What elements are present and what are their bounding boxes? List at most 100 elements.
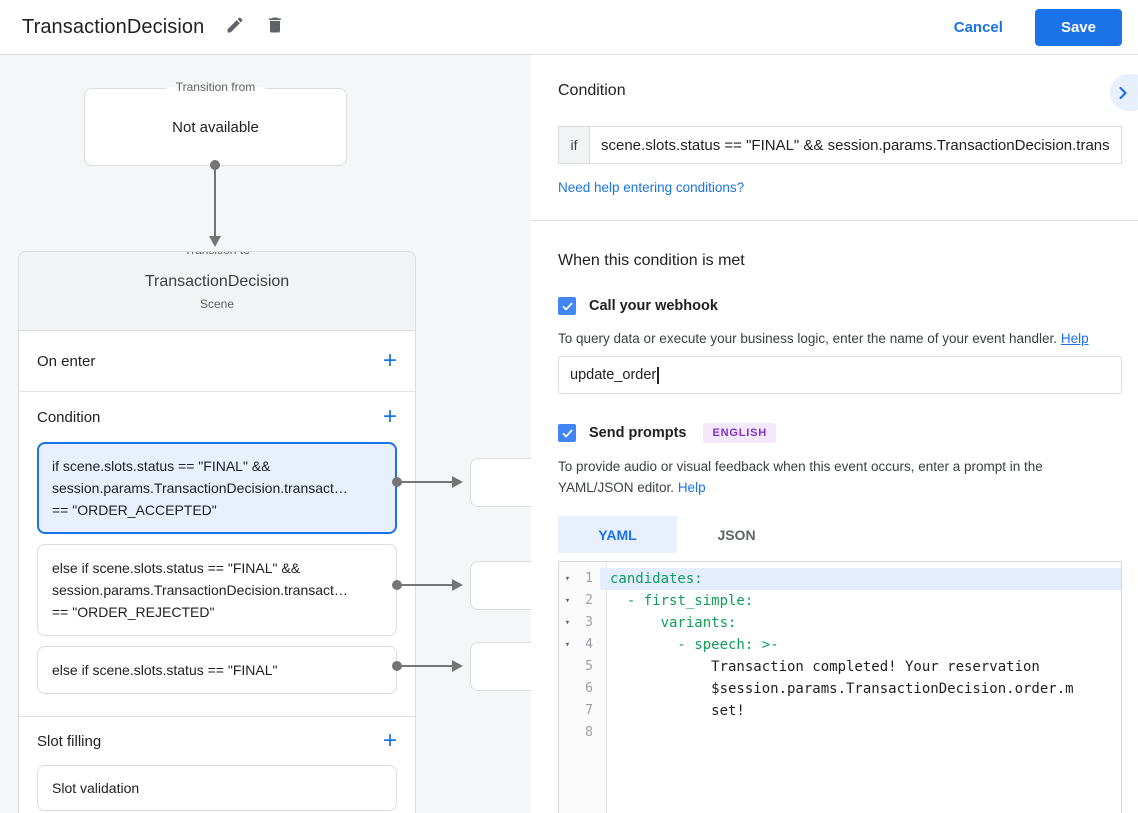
yaml-editor[interactable]: ▾ 1 candidates: ▾ 2 - first_simple: ▾ 3 varian… xyxy=(558,561,1122,813)
line-number: 7 xyxy=(585,703,593,718)
checkmark-icon xyxy=(561,300,574,313)
editor-line[interactable]: ▾ 4 - speech: >- xyxy=(559,634,1121,656)
add-on-enter-button[interactable]: + xyxy=(382,347,397,374)
fold-toggle-icon[interactable]: ▾ xyxy=(564,574,571,584)
editor-line[interactable]: 6 $session.params.TransactionDecision.or… xyxy=(559,678,1121,700)
condition-expression-input[interactable]: scene.slots.status == "FINAL" && session… xyxy=(589,126,1122,164)
webhook-label: Call your webhook xyxy=(589,298,718,314)
yaml-editor-lines: ▾ 1 candidates: ▾ 2 - first_simple: ▾ 3 varian… xyxy=(559,562,1121,744)
slot-validation-card[interactable]: Slot validation xyxy=(37,765,397,811)
transition-target-box[interactable] xyxy=(470,642,531,691)
editor-line[interactable]: ▾ 2 - first_simple: xyxy=(559,590,1121,612)
transition-to-label: Transition to xyxy=(174,252,260,257)
scene-type-label: Scene xyxy=(199,297,235,311)
if-prefix-label: if xyxy=(558,126,589,164)
webhook-checkbox[interactable] xyxy=(558,297,576,315)
on-enter-label: On enter xyxy=(37,352,96,370)
when-condition-met-section: When this condition is met Call your web… xyxy=(531,221,1138,813)
edit-title-button[interactable] xyxy=(224,16,246,38)
condition-section: Condition + if scene.slots.status == "FI… xyxy=(19,392,415,717)
prompts-help-link[interactable]: Help xyxy=(677,480,706,495)
transition-target-box[interactable] xyxy=(470,458,531,507)
trash-icon xyxy=(265,15,285,40)
tab-yaml[interactable]: YAML xyxy=(558,516,677,553)
connector-line xyxy=(214,165,216,237)
transition-from-card[interactable]: Transition from Not available xyxy=(84,80,347,166)
condition-detail-panel: Condition if scene.slots.status == "FINA… xyxy=(531,55,1138,813)
connector-line xyxy=(397,584,453,586)
slot-filling-section: Slot filling + Slot validation xyxy=(19,717,415,813)
condition-editor-section: Condition if scene.slots.status == "FINA… xyxy=(531,55,1138,221)
slot-filling-label: Slot filling xyxy=(37,732,102,750)
code-text: variants: xyxy=(610,615,737,631)
connector-arrowhead xyxy=(209,236,221,247)
line-number: 5 xyxy=(585,659,593,674)
condition-heading: Condition xyxy=(558,82,626,99)
language-badge: ENGLISH xyxy=(703,423,776,443)
webhook-description: To query data or execute your business l… xyxy=(558,331,1089,346)
editor-line[interactable]: 7 set! xyxy=(559,700,1121,722)
send-prompts-checkbox[interactable] xyxy=(558,424,576,442)
editor-gutter xyxy=(559,562,607,813)
checkmark-icon xyxy=(561,427,574,440)
editor-format-tabs: YAML JSON xyxy=(558,516,1122,553)
line-number: 3 xyxy=(585,615,593,630)
text-caret xyxy=(657,366,659,384)
code-text: - first_simple: xyxy=(610,593,754,609)
scene-diagram: Transition from Not available Transition… xyxy=(0,55,531,813)
code-text: candidates: xyxy=(600,568,1121,590)
condition-expression-row: if scene.slots.status == "FINAL" && sess… xyxy=(558,126,1122,164)
webhook-handler-input[interactable]: update_order xyxy=(558,356,1122,394)
connector-arrowhead xyxy=(452,476,463,488)
transition-target-box[interactable] xyxy=(470,561,531,610)
send-prompts-label: Send prompts xyxy=(589,425,687,441)
prompts-description: To provide audio or visual feedback when… xyxy=(558,459,1043,495)
editor-line[interactable]: ▾ 3 variants: xyxy=(559,612,1121,634)
fold-spacer xyxy=(559,700,576,722)
scene-name: TransactionDecision xyxy=(144,273,290,290)
webhook-help-link[interactable]: Help xyxy=(1060,331,1089,346)
chevron-right-icon xyxy=(1113,83,1133,103)
line-number: 6 xyxy=(585,681,593,696)
condition-section-label: Condition xyxy=(37,408,101,426)
transition-from-content: Not available xyxy=(172,118,259,136)
line-number: 4 xyxy=(585,637,593,652)
transition-to-card: Transition to TransactionDecision Scene … xyxy=(18,251,416,813)
line-number: 8 xyxy=(585,725,593,740)
code-text: $session.params.TransactionDecision.orde… xyxy=(610,681,1074,697)
save-button[interactable]: Save xyxy=(1034,8,1122,46)
fold-spacer xyxy=(559,722,576,744)
fold-toggle-icon[interactable]: ▾ xyxy=(564,618,571,628)
code-text: set! xyxy=(610,703,745,719)
connector-line xyxy=(397,481,453,483)
editor-line[interactable]: 5 Transaction completed! Your reservatio… xyxy=(559,656,1121,678)
cancel-button[interactable]: Cancel xyxy=(953,18,1003,36)
condition-card-final[interactable]: else if scene.slots.status == "FINAL" xyxy=(37,646,397,694)
code-text xyxy=(600,722,1121,744)
fold-toggle-icon[interactable]: ▾ xyxy=(564,596,571,606)
transition-from-label: Transition from xyxy=(165,80,266,94)
fold-spacer xyxy=(559,656,576,678)
line-number: 1 xyxy=(585,571,593,586)
fold-spacer xyxy=(559,678,576,700)
editor-line[interactable]: 8 xyxy=(559,722,1121,744)
editor-line[interactable]: ▾ 1 candidates: xyxy=(559,568,1121,590)
connector-line xyxy=(397,665,453,667)
when-met-heading: When this condition is met xyxy=(558,252,745,269)
collapse-panel-button[interactable] xyxy=(1110,74,1138,111)
fold-toggle-icon[interactable]: ▾ xyxy=(564,640,571,650)
connector-arrowhead xyxy=(452,579,463,591)
condition-help-link[interactable]: Need help entering conditions? xyxy=(558,180,745,195)
connector-arrowhead xyxy=(452,660,463,672)
scene-card-header: TransactionDecision Scene xyxy=(19,252,415,331)
tab-json[interactable]: JSON xyxy=(717,526,756,543)
condition-card-accepted[interactable]: if scene.slots.status == "FINAL" && sess… xyxy=(37,442,397,534)
add-condition-button[interactable]: + xyxy=(382,403,397,430)
add-slot-button[interactable]: + xyxy=(382,727,397,754)
condition-card-rejected[interactable]: else if scene.slots.status == "FINAL" &&… xyxy=(37,544,397,636)
on-enter-section: On enter + xyxy=(19,331,415,392)
delete-scene-button[interactable] xyxy=(264,16,286,38)
code-text: - speech: >- xyxy=(610,637,779,653)
line-number: 2 xyxy=(585,593,593,608)
page-title: TransactionDecision xyxy=(22,15,205,38)
